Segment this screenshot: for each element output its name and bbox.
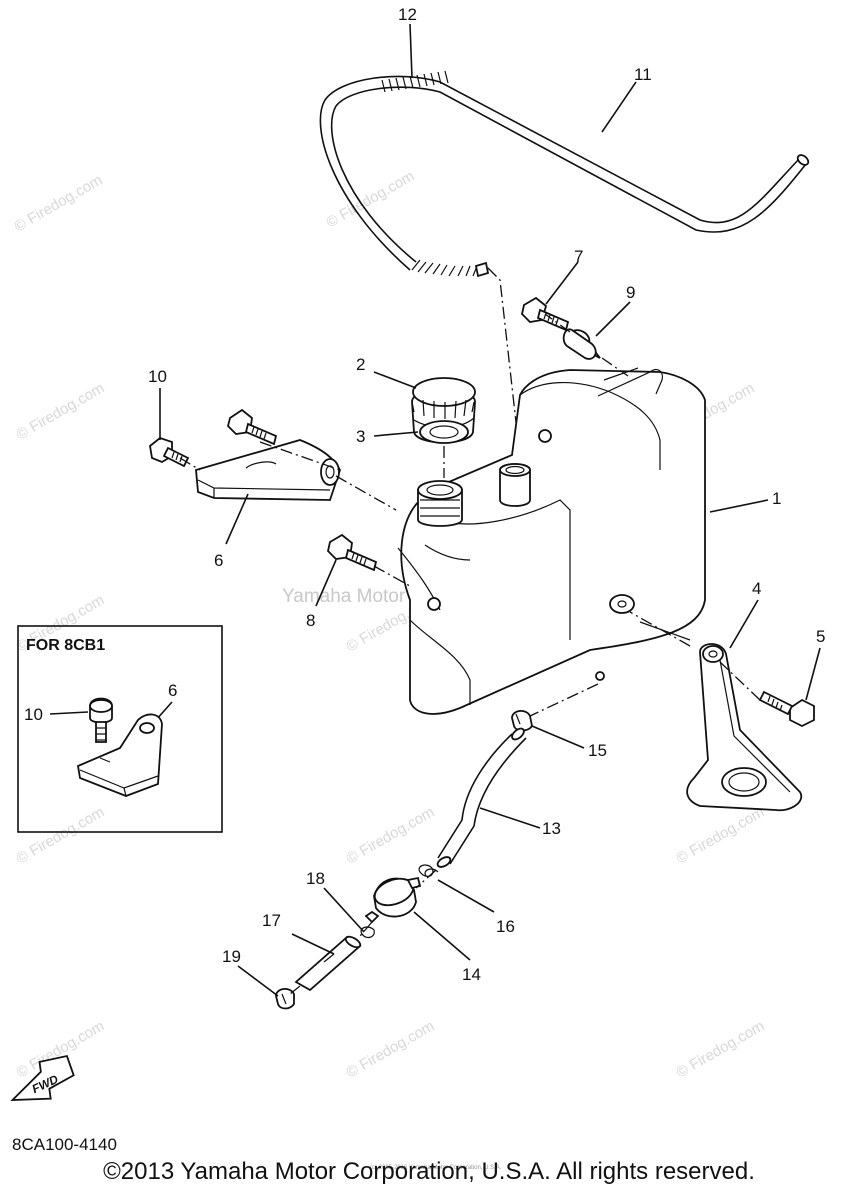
watermark: © Firedog.com: [344, 803, 438, 867]
fwd-arrow: FWD: [10, 1054, 75, 1101]
callout-18: 18: [306, 869, 325, 888]
callout-3: 3: [356, 427, 365, 446]
clip-18: [360, 926, 375, 939]
callout-16: 16: [496, 917, 515, 936]
collar: [562, 328, 601, 360]
callout-6: 6: [214, 551, 223, 570]
bolt-5: [758, 690, 815, 728]
assembly-lines: [179, 313, 761, 995]
watermark: © Firedog.com: [344, 1017, 438, 1081]
oil-filter-14: [364, 876, 422, 924]
callout-17: 17: [262, 911, 281, 930]
callout-1: 1: [772, 489, 781, 508]
callout-15: 15: [588, 741, 607, 760]
oil-tank: [397, 367, 706, 715]
diagram-code: 8CA100-4140: [12, 1135, 117, 1154]
clip-16: [418, 864, 439, 877]
watermark: © Firedog.com: [674, 1017, 768, 1081]
callout-9: 9: [626, 283, 635, 302]
inset-for-8cb1: FOR 8CB1 10 6: [17, 625, 223, 833]
stay-bracket-4: [686, 643, 803, 812]
watermark: © Firedog.com: [14, 803, 108, 867]
callout-labels: 1 2 3 4 5 6 7 8 9 10 11 12 13 14 15 16 1…: [148, 5, 825, 984]
bolt-10: [149, 436, 190, 468]
leader-lines: [159, 23, 821, 997]
callout-7: 7: [574, 247, 583, 266]
callout-10: 10: [148, 367, 167, 386]
watermark: © Firedog.com: [324, 167, 418, 231]
callout-19: 19: [222, 947, 241, 966]
watermark: © Firedog.com: [674, 803, 768, 867]
callout-4: 4: [752, 579, 761, 598]
inset-title: FOR 8CB1: [26, 637, 105, 654]
callout-5: 5: [816, 627, 825, 646]
clip-19: [275, 988, 295, 1010]
watermark: © Firedog.com: [12, 171, 106, 235]
oil-hose-13: [436, 727, 527, 868]
inset-callout-6: 6: [168, 681, 177, 700]
cap-gasket: [419, 420, 469, 444]
callout-8: 8: [306, 611, 315, 630]
bolt-8: [327, 533, 378, 572]
pipe-17: [294, 935, 362, 992]
tiny-notice: (c) 2005-2016 Yamaha Motor Corporation, …: [370, 1165, 502, 1171]
callout-11: 11: [634, 65, 652, 84]
clip-15: [511, 710, 533, 732]
copyright-footer: ©2013 Yamaha Motor Corporation, U.S.A. A…: [103, 1158, 755, 1185]
callout-14: 14: [462, 965, 481, 984]
bracket-6: [195, 408, 341, 501]
callout-2: 2: [356, 355, 365, 374]
callout-13: 13: [542, 819, 561, 838]
inset-callout-10: 10: [24, 705, 43, 724]
breather-hose: [319, 70, 810, 441]
callout-12: 12: [398, 5, 417, 24]
watermark: © Firedog.com: [14, 379, 108, 443]
